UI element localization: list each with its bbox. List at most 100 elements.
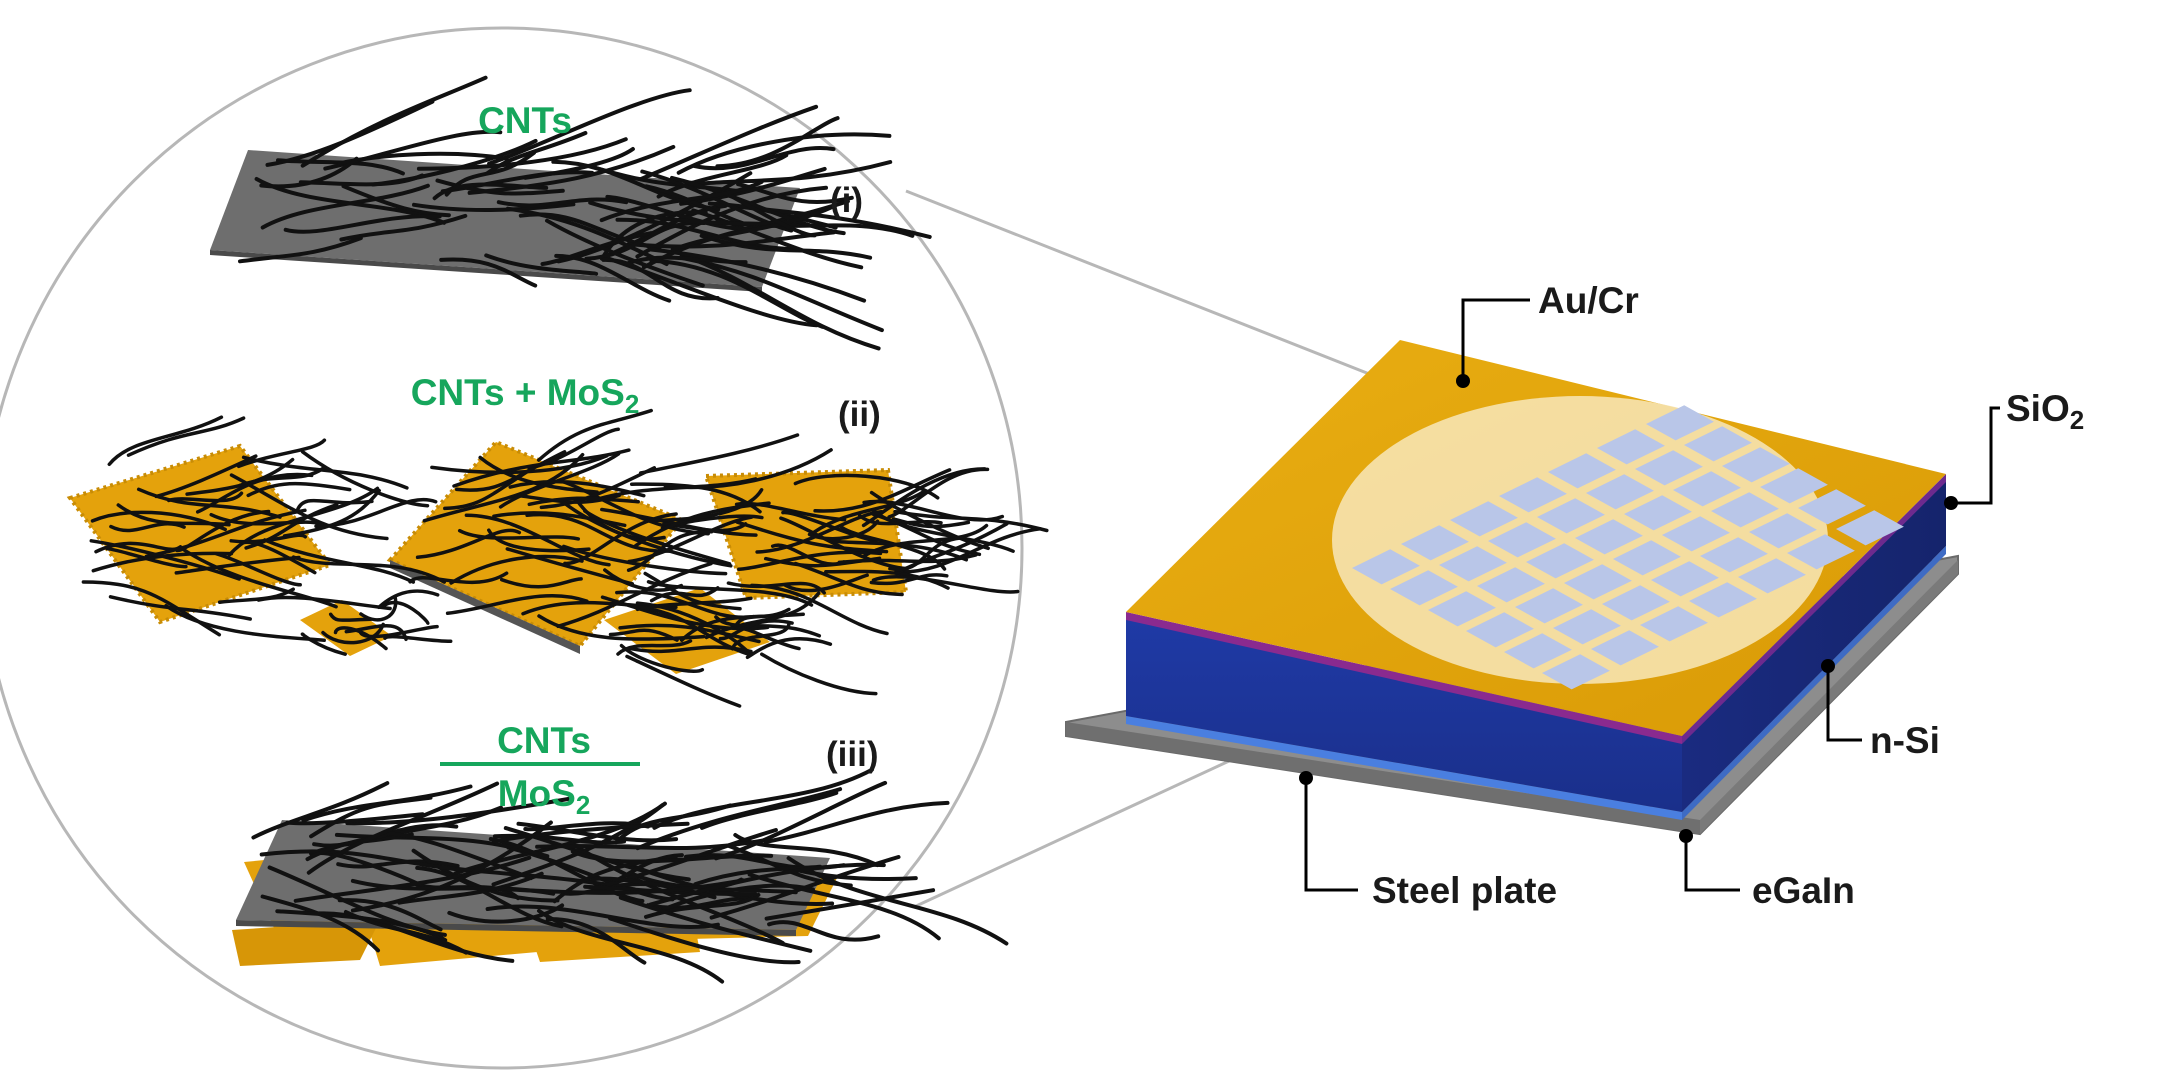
pixel-cell <box>1662 516 1730 552</box>
pixel-cell <box>1542 654 1610 690</box>
cnt-fiber <box>831 539 969 562</box>
cnt-fiber <box>260 183 430 230</box>
cnt-fiber <box>755 510 884 554</box>
cnt-fiber <box>457 528 581 541</box>
cnt-fiber <box>109 522 186 533</box>
cnt-fiber <box>321 622 385 645</box>
cnt-fiber <box>556 561 713 629</box>
cnt-fiber <box>721 190 817 238</box>
cnt-fiber <box>397 871 544 905</box>
cnt-fiber <box>334 832 550 859</box>
cnt-fiber <box>527 496 640 507</box>
cnt-fiber <box>126 416 246 457</box>
cnt-fiber <box>154 454 258 499</box>
pixel-cell <box>1651 561 1719 597</box>
cnt-fiber <box>635 787 843 851</box>
steel-plate-leader <box>1304 778 1358 892</box>
sio2-dot <box>1944 496 1958 510</box>
cnt-fiber <box>498 452 621 509</box>
cnt-fiber <box>644 184 745 225</box>
cnt-fiber <box>449 554 584 585</box>
cnt-fiber <box>556 171 753 264</box>
cnt-fiber <box>699 233 873 260</box>
cnt-fiber <box>639 104 819 181</box>
cnt-fiber <box>90 510 227 532</box>
cnt-fiber <box>505 206 669 266</box>
pixel-cell <box>1548 453 1616 489</box>
n-si-layer <box>1126 616 1682 812</box>
cnt-fiber <box>619 643 705 673</box>
cnt-fiber <box>793 561 904 597</box>
cnt-fiber <box>209 512 324 526</box>
cnt-fiber <box>670 203 837 252</box>
mos2-flakes-ii <box>66 408 1049 708</box>
pixel-cell <box>1586 474 1654 510</box>
cnt-fiber <box>300 632 347 656</box>
pixel-cell <box>1390 570 1458 606</box>
cnt-fiber <box>283 214 442 234</box>
cnt-fiber <box>439 257 538 288</box>
cnt-fiber <box>718 619 794 641</box>
cnt-fiber <box>692 146 836 171</box>
cnt-fiber <box>894 527 1042 574</box>
cnt-fiber <box>333 626 388 651</box>
cnt-fiber <box>484 253 599 276</box>
cnt-fiber <box>733 607 791 629</box>
cnt-fiber <box>337 898 443 932</box>
cnt-fiber <box>735 520 889 554</box>
cnt-fiber <box>259 849 480 874</box>
cnt-fiber <box>770 543 846 566</box>
cnt-fiber <box>733 833 880 868</box>
cnt-fiber <box>339 213 468 242</box>
cnt-fiber <box>108 595 252 621</box>
cnt-fiber <box>891 517 971 529</box>
cnt-fiber <box>760 652 878 696</box>
cnt-fiber <box>539 466 657 510</box>
cnt-fiber <box>383 634 453 644</box>
n-si-dot <box>1821 659 1835 673</box>
cnt-fiber <box>679 160 893 188</box>
cnt-fiber <box>301 784 473 823</box>
pixel-cell <box>1738 558 1806 594</box>
cnt-fiber <box>603 568 684 592</box>
pixel-cell <box>1564 564 1632 600</box>
cnt-fiber <box>670 175 846 236</box>
pixel-cell <box>1526 543 1594 579</box>
cnt-fiber <box>562 501 733 568</box>
cnt-fiber <box>824 569 950 590</box>
pixel-cell <box>1537 498 1605 534</box>
cnt-fiber <box>545 218 705 288</box>
cnt-fiber <box>432 182 549 201</box>
cnt-fiber <box>643 571 742 611</box>
egain-layer <box>1126 716 1682 820</box>
sio2-leader <box>1951 406 2000 505</box>
cnt-fiber <box>735 626 801 651</box>
cnt-fiber <box>195 472 314 514</box>
egain-dot <box>1679 829 1693 843</box>
cnt-fiber <box>649 586 720 603</box>
pixel-cell <box>1646 405 1714 441</box>
cnt-fiber <box>452 448 631 488</box>
cnt-fiber <box>336 859 460 869</box>
pixel-cell <box>1689 582 1757 618</box>
cnt-fiber <box>618 895 813 953</box>
cnt-fiber <box>535 837 771 851</box>
cnt-fiber <box>583 509 732 566</box>
pixel-cell <box>1477 567 1545 603</box>
cnt-fiber <box>298 173 425 187</box>
cnt-fiber <box>525 512 672 553</box>
au-cr-label: Au/Cr <box>1538 280 1639 321</box>
cnt-fiber <box>496 197 629 208</box>
pixel-cell <box>1553 609 1621 645</box>
cnt-fiber <box>764 888 936 921</box>
cnt-fiber <box>305 805 503 862</box>
cnt-fiber <box>380 830 533 880</box>
pixel-cell <box>1602 585 1670 621</box>
cnt-fiber <box>488 837 645 903</box>
cnt-fiber <box>625 654 742 708</box>
cnt-fiber <box>241 540 317 575</box>
panel-ii-tag: (ii) <box>838 395 881 434</box>
cnt-fiber <box>300 450 430 508</box>
cnt-fiber <box>492 833 627 845</box>
pixel-cell <box>1749 513 1817 549</box>
